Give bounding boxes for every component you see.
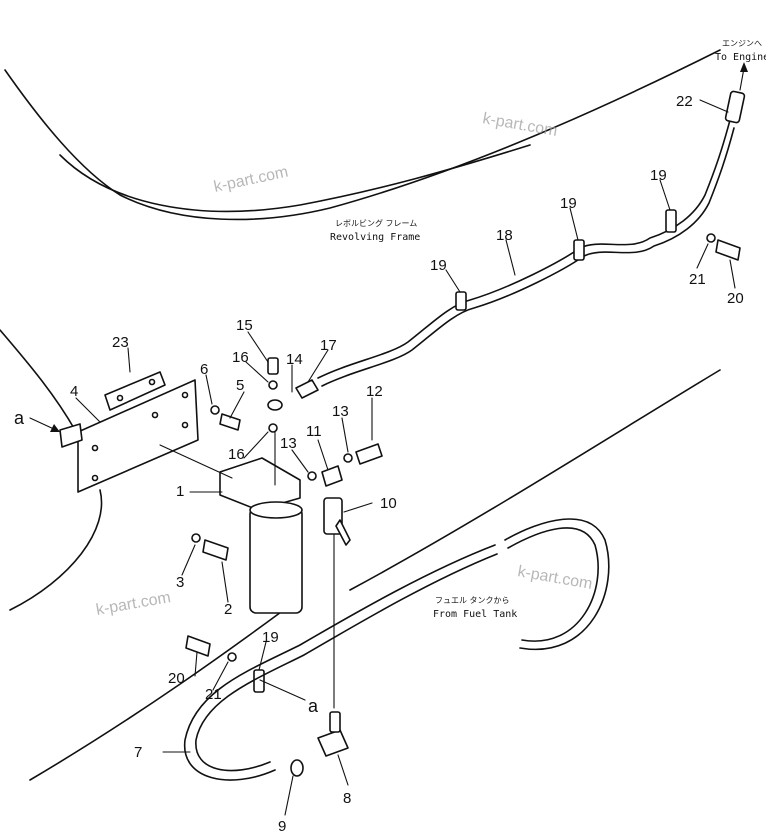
watermark: k-part.com — [95, 589, 172, 619]
bracket-hole — [151, 411, 159, 419]
filter-head — [219, 457, 301, 511]
watermark: k-part.com — [481, 110, 558, 140]
part-number: 22 — [676, 93, 693, 110]
fitting-8-nipple — [329, 711, 341, 733]
part-number: 12 — [366, 383, 383, 400]
watermark: k-part.com — [212, 164, 289, 196]
part-number: 10 — [380, 495, 397, 512]
part-number: 16 — [228, 446, 245, 463]
part-number: 19 — [650, 167, 667, 184]
washer — [191, 533, 201, 543]
bracket-hole — [91, 474, 99, 482]
part-number: 16 — [232, 349, 249, 366]
to-engine-label-jp: エンジンへ — [722, 39, 762, 48]
pipe-end-22 — [724, 90, 746, 124]
bolt — [202, 539, 229, 561]
washer-16b — [268, 423, 278, 433]
bolt-20 — [715, 239, 741, 261]
elbow-17 — [295, 379, 319, 399]
part-number: 7 — [134, 744, 142, 761]
bracket-plate — [77, 379, 199, 493]
part-number: 11 — [306, 423, 322, 440]
view-arrow-a2 — [259, 679, 306, 701]
view-mark-a1: a — [14, 408, 25, 428]
revolving-frame-label-jp: レボルビング フレーム — [335, 218, 417, 228]
part-number: 4 — [70, 383, 78, 400]
part-number: 20 — [727, 290, 744, 307]
part-number: 17 — [320, 337, 337, 354]
fitting-8 — [317, 729, 349, 757]
part-number: 23 — [112, 334, 129, 351]
part-number: 5 — [236, 377, 244, 394]
clamp-19 — [455, 291, 467, 311]
part-number: 21 — [205, 686, 222, 703]
clamp-19 — [573, 239, 585, 261]
fuel-hose-7-b — [195, 527, 599, 772]
filter-canister — [249, 507, 303, 614]
part-number: 8 — [343, 790, 351, 807]
part-number: 19 — [430, 257, 447, 274]
fuel-pipe-18-b — [321, 127, 735, 387]
view-arrow-a1-head — [50, 424, 60, 432]
frame-outline-upper-inner — [59, 144, 531, 213]
washer — [210, 405, 220, 415]
part-number: 13 — [280, 435, 297, 452]
fuel-hose-7 — [184, 518, 610, 781]
clamp-9 — [290, 759, 304, 777]
fitting-14 — [267, 399, 283, 411]
washer-21 — [706, 233, 716, 243]
washer-16 — [268, 380, 278, 390]
frame-outline-right — [349, 369, 721, 591]
part-number: 19 — [262, 629, 279, 646]
arrow-to-engine-head — [740, 62, 748, 72]
shim-hole — [148, 378, 156, 386]
bracket-stud — [59, 423, 83, 448]
bolt-15 — [267, 357, 279, 375]
washer-13 — [307, 471, 317, 481]
part-number: 2 — [224, 601, 232, 618]
valve-lever — [335, 519, 351, 546]
bolt-12 — [355, 443, 383, 465]
part-number: 6 — [200, 361, 208, 378]
part-number: 18 — [496, 227, 513, 244]
fuel-pipe-18 — [317, 119, 731, 379]
from-fuel-tank-label-jp: フュエル タンクから — [435, 596, 510, 605]
part-number: 3 — [176, 574, 184, 591]
from-fuel-tank-label-en: From Fuel Tank — [433, 609, 517, 620]
part-number: 14 — [286, 351, 303, 368]
bolt — [219, 413, 241, 431]
view-arrow-a1 — [29, 417, 57, 431]
washer-21 — [227, 652, 237, 662]
bracket-hole — [181, 421, 189, 429]
part-number: 15 — [236, 317, 253, 334]
part-number: 9 — [278, 818, 286, 833]
leader-lines — [75, 99, 736, 816]
frame-outline-left — [0, 329, 76, 431]
part-number: 21 — [689, 271, 706, 288]
elbow-11 — [321, 465, 343, 487]
clamp-19 — [665, 209, 677, 233]
frame-outline-bottom — [29, 597, 301, 781]
part-number-labels: 1 2 3 4 5 6 7 8 9 10 11 12 13 13 14 15 1… — [70, 93, 744, 833]
to-engine-label-en: To Engine — [715, 52, 766, 63]
bracket-hole — [91, 444, 99, 452]
revolving-frame-label-en: Revolving Frame — [330, 232, 420, 243]
part-number: 20 — [168, 670, 185, 687]
bracket-hole — [181, 391, 189, 399]
leader-filter-bolt — [159, 444, 233, 479]
frame-outline-left-lower — [9, 489, 103, 611]
filter-canister-top — [249, 501, 303, 519]
shim-hole — [116, 394, 124, 402]
bolt-20 — [185, 635, 211, 657]
part-number: 13 — [332, 403, 349, 420]
view-mark-a2: a — [308, 696, 319, 716]
washer-13b — [343, 453, 353, 463]
part-number: 19 — [560, 195, 577, 212]
watermark: k-part.com — [516, 563, 593, 593]
frame-outline-upper — [4, 49, 721, 221]
part-number: 1 — [176, 483, 184, 500]
